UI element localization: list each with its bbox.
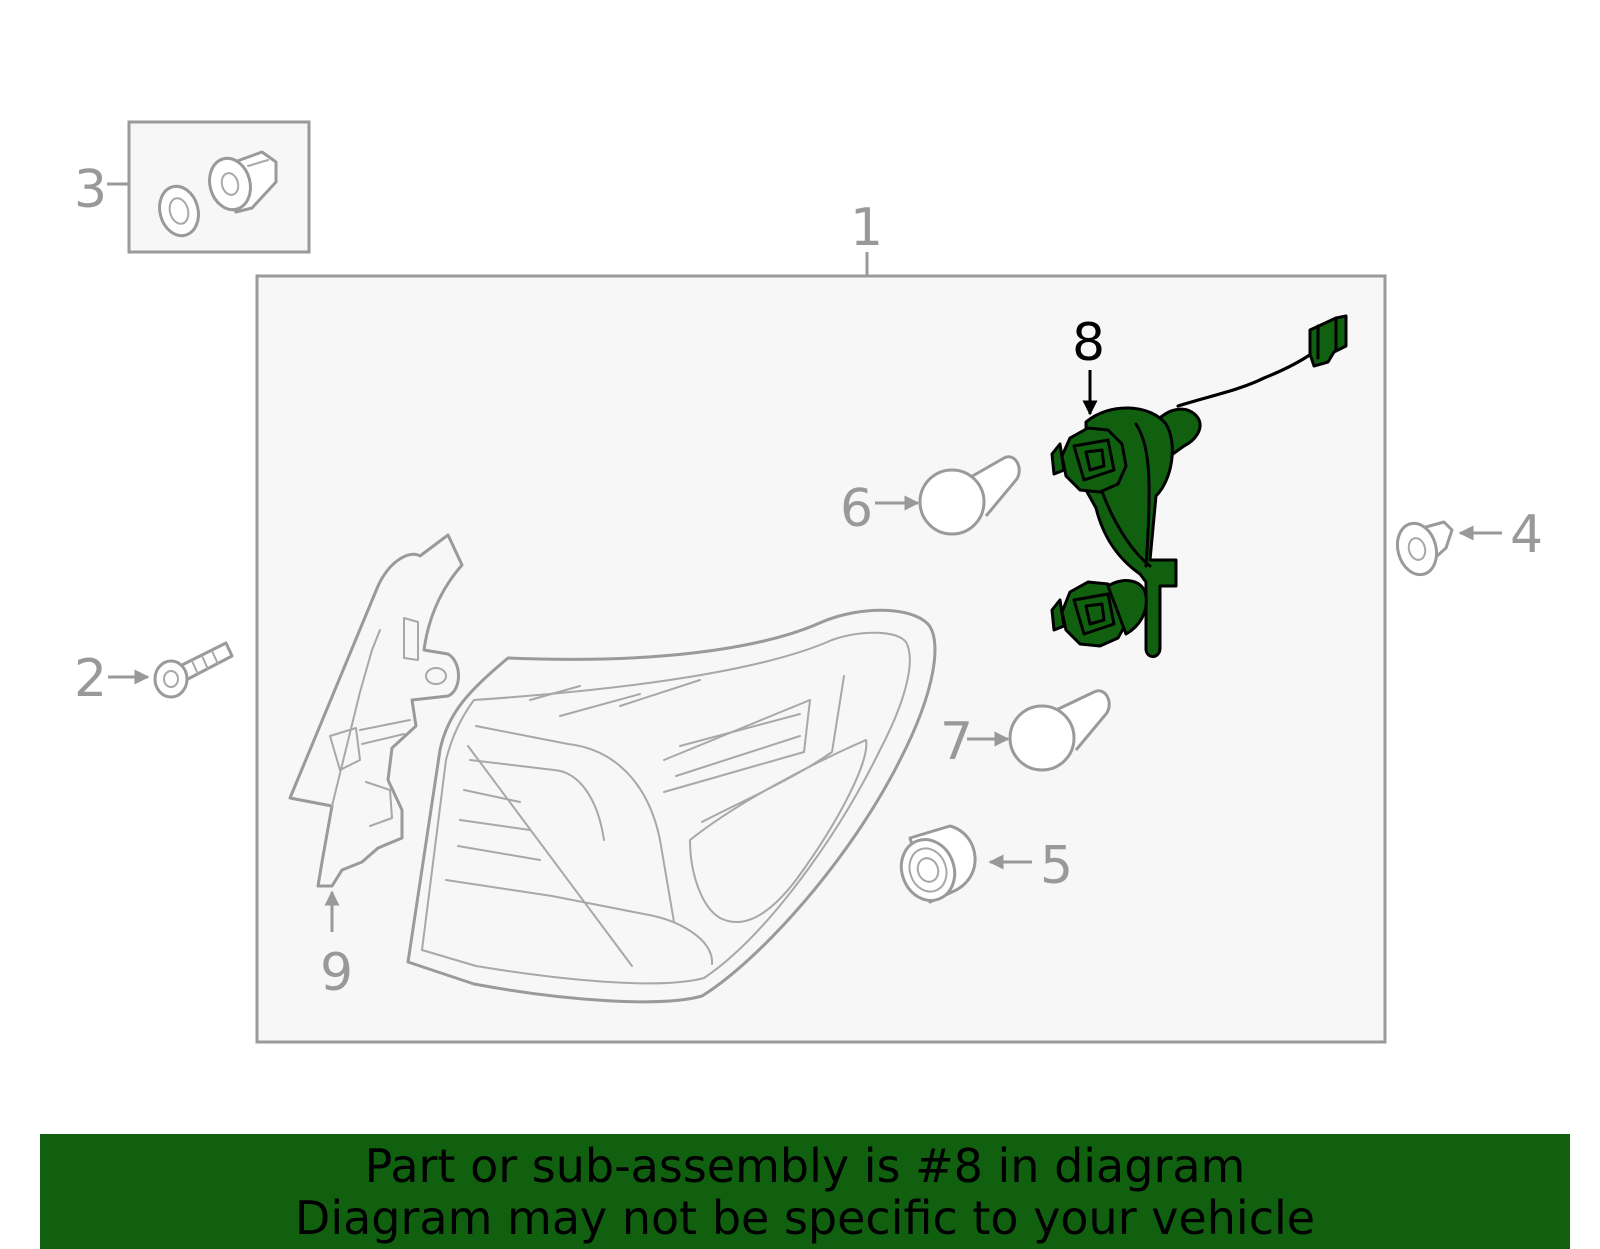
part-6-bulb [918, 455, 1021, 536]
banner-disclaimer: Diagram may not be specific to your vehi… [294, 1190, 1316, 1245]
callout-7: 7 [940, 712, 973, 772]
callout-4: 4 [1510, 505, 1543, 565]
part-5-socket [899, 824, 977, 904]
part-8-socket-harness [1050, 314, 1348, 658]
part-9-bracket [288, 533, 464, 888]
part-7-bulb [1008, 689, 1111, 772]
callout-8: 8 [1072, 313, 1105, 373]
callout-2: 2 [74, 649, 107, 709]
banner-part-note: Part or sub-assembly is #8 in diagram [364, 1138, 1246, 1193]
callout-3: 3 [74, 160, 107, 220]
part-3-grommet [158, 150, 278, 238]
part-4-clip [1395, 520, 1454, 577]
callout-9: 9 [320, 943, 353, 1003]
callout-6: 6 [840, 479, 873, 539]
info-banner: Part or sub-assembly is #8 in diagram Di… [40, 1134, 1570, 1249]
part-2-screw [153, 641, 234, 699]
callout-5: 5 [1040, 836, 1073, 896]
part-1-tail-lamp [406, 608, 937, 1004]
assembly-box [255, 274, 1387, 1044]
callout-1: 1 [850, 198, 883, 258]
